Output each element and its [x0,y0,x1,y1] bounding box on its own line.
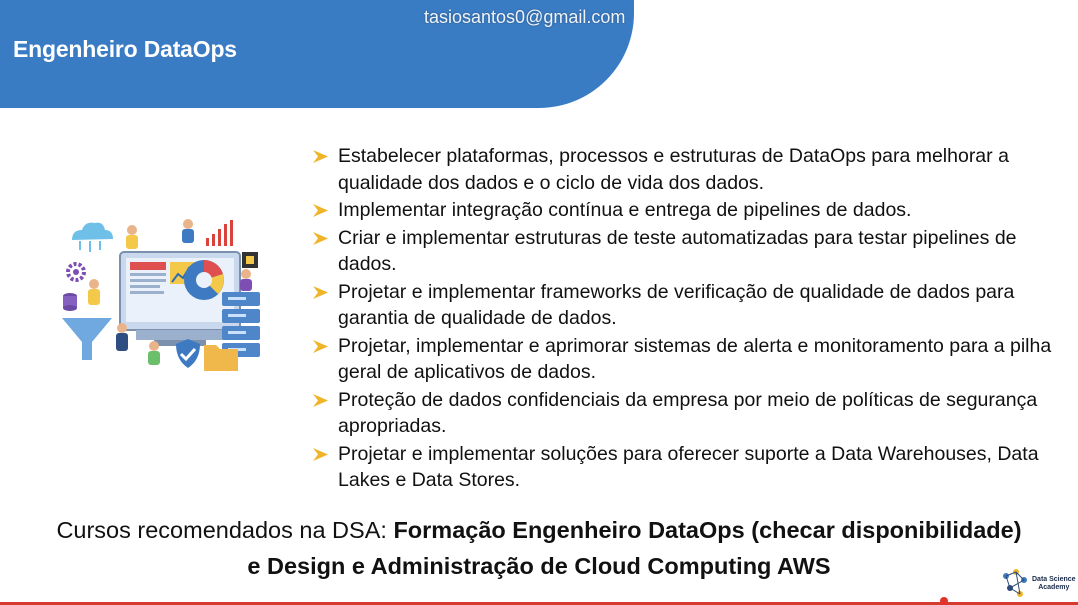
dsa-logo-icon [1003,569,1027,597]
course-aws: e Design e Administração de Cloud Comput… [247,553,831,579]
person-icon [88,219,252,365]
list-item: Estabelecer plataformas, processos e est… [312,143,1062,196]
funnel-icon [62,318,112,360]
list-item: Proteção de dados confidenciais da empre… [312,387,1062,440]
arrow-bullet-icon [313,204,328,217]
responsibilities-list: Estabelecer plataformas, processos e est… [312,143,1062,495]
recommended-courses-line-2: e Design e Administração de Cloud Comput… [0,548,1078,584]
arrow-bullet-icon [313,393,328,407]
dsa-logo-text: Data Science Academy [1032,576,1076,592]
arrow-bullet-icon [313,339,328,353]
progress-marker [940,597,948,605]
recommended-prefix: Cursos recomendados na DSA: [56,517,394,543]
gear-icon [66,262,86,282]
list-item: Implementar integração contínua e entreg… [312,197,1062,224]
pie-chart-icon [184,260,224,300]
arrow-bullet-icon [313,231,328,245]
dataops-illustration-icon [62,219,260,371]
shield-icon [176,339,200,368]
list-item: Projetar, implementar e aprimorar sistem… [312,333,1062,386]
database-icon [63,293,77,311]
list-item-text: Projetar e implementar frameworks de ver… [338,280,1015,330]
list-item-text: Projetar e implementar soluções para ofe… [338,442,1039,492]
list-item-text: Proteção de dados confidenciais da empre… [338,388,1038,438]
cloud-icon [72,222,113,252]
page-title: Engenheiro DataOps [13,36,237,62]
folder-icon [204,345,238,371]
course-dataops: Formação Engenheiro DataOps (checar disp… [393,517,1022,543]
arrow-bullet-icon [313,150,328,163]
list-item: Projetar e implementar soluções para ofe… [312,441,1062,494]
list-item-text: Estabelecer plataformas, processos e est… [338,145,1009,194]
arrow-bullet-icon [313,285,328,299]
list-item-text: Implementar integração contínua e entreg… [338,199,912,221]
list-item-text: Projetar, implementar e aprimorar sistem… [338,334,1052,384]
email-watermark: tasiosantos0@gmail.com [424,7,626,27]
bar-chart-icon [206,220,233,246]
list-item-text: Criar e implementar estruturas de teste … [338,226,1017,276]
list-item: Criar e implementar estruturas de teste … [312,225,1062,278]
list-item: Projetar e implementar frameworks de ver… [312,279,1062,332]
chip-icon [242,252,258,268]
recommended-courses-line-1: Cursos recomendados na DSA: Formação Eng… [0,512,1078,548]
server-icon [222,292,260,357]
arrow-bullet-icon [313,447,328,461]
logo-line-2: Academy [1038,584,1070,591]
logo-line-1: Data Science [1032,576,1076,583]
recommended-courses: Cursos recomendados na DSA: Formação Eng… [0,512,1078,584]
footer-divider [0,602,1078,605]
header-banner [0,0,634,108]
